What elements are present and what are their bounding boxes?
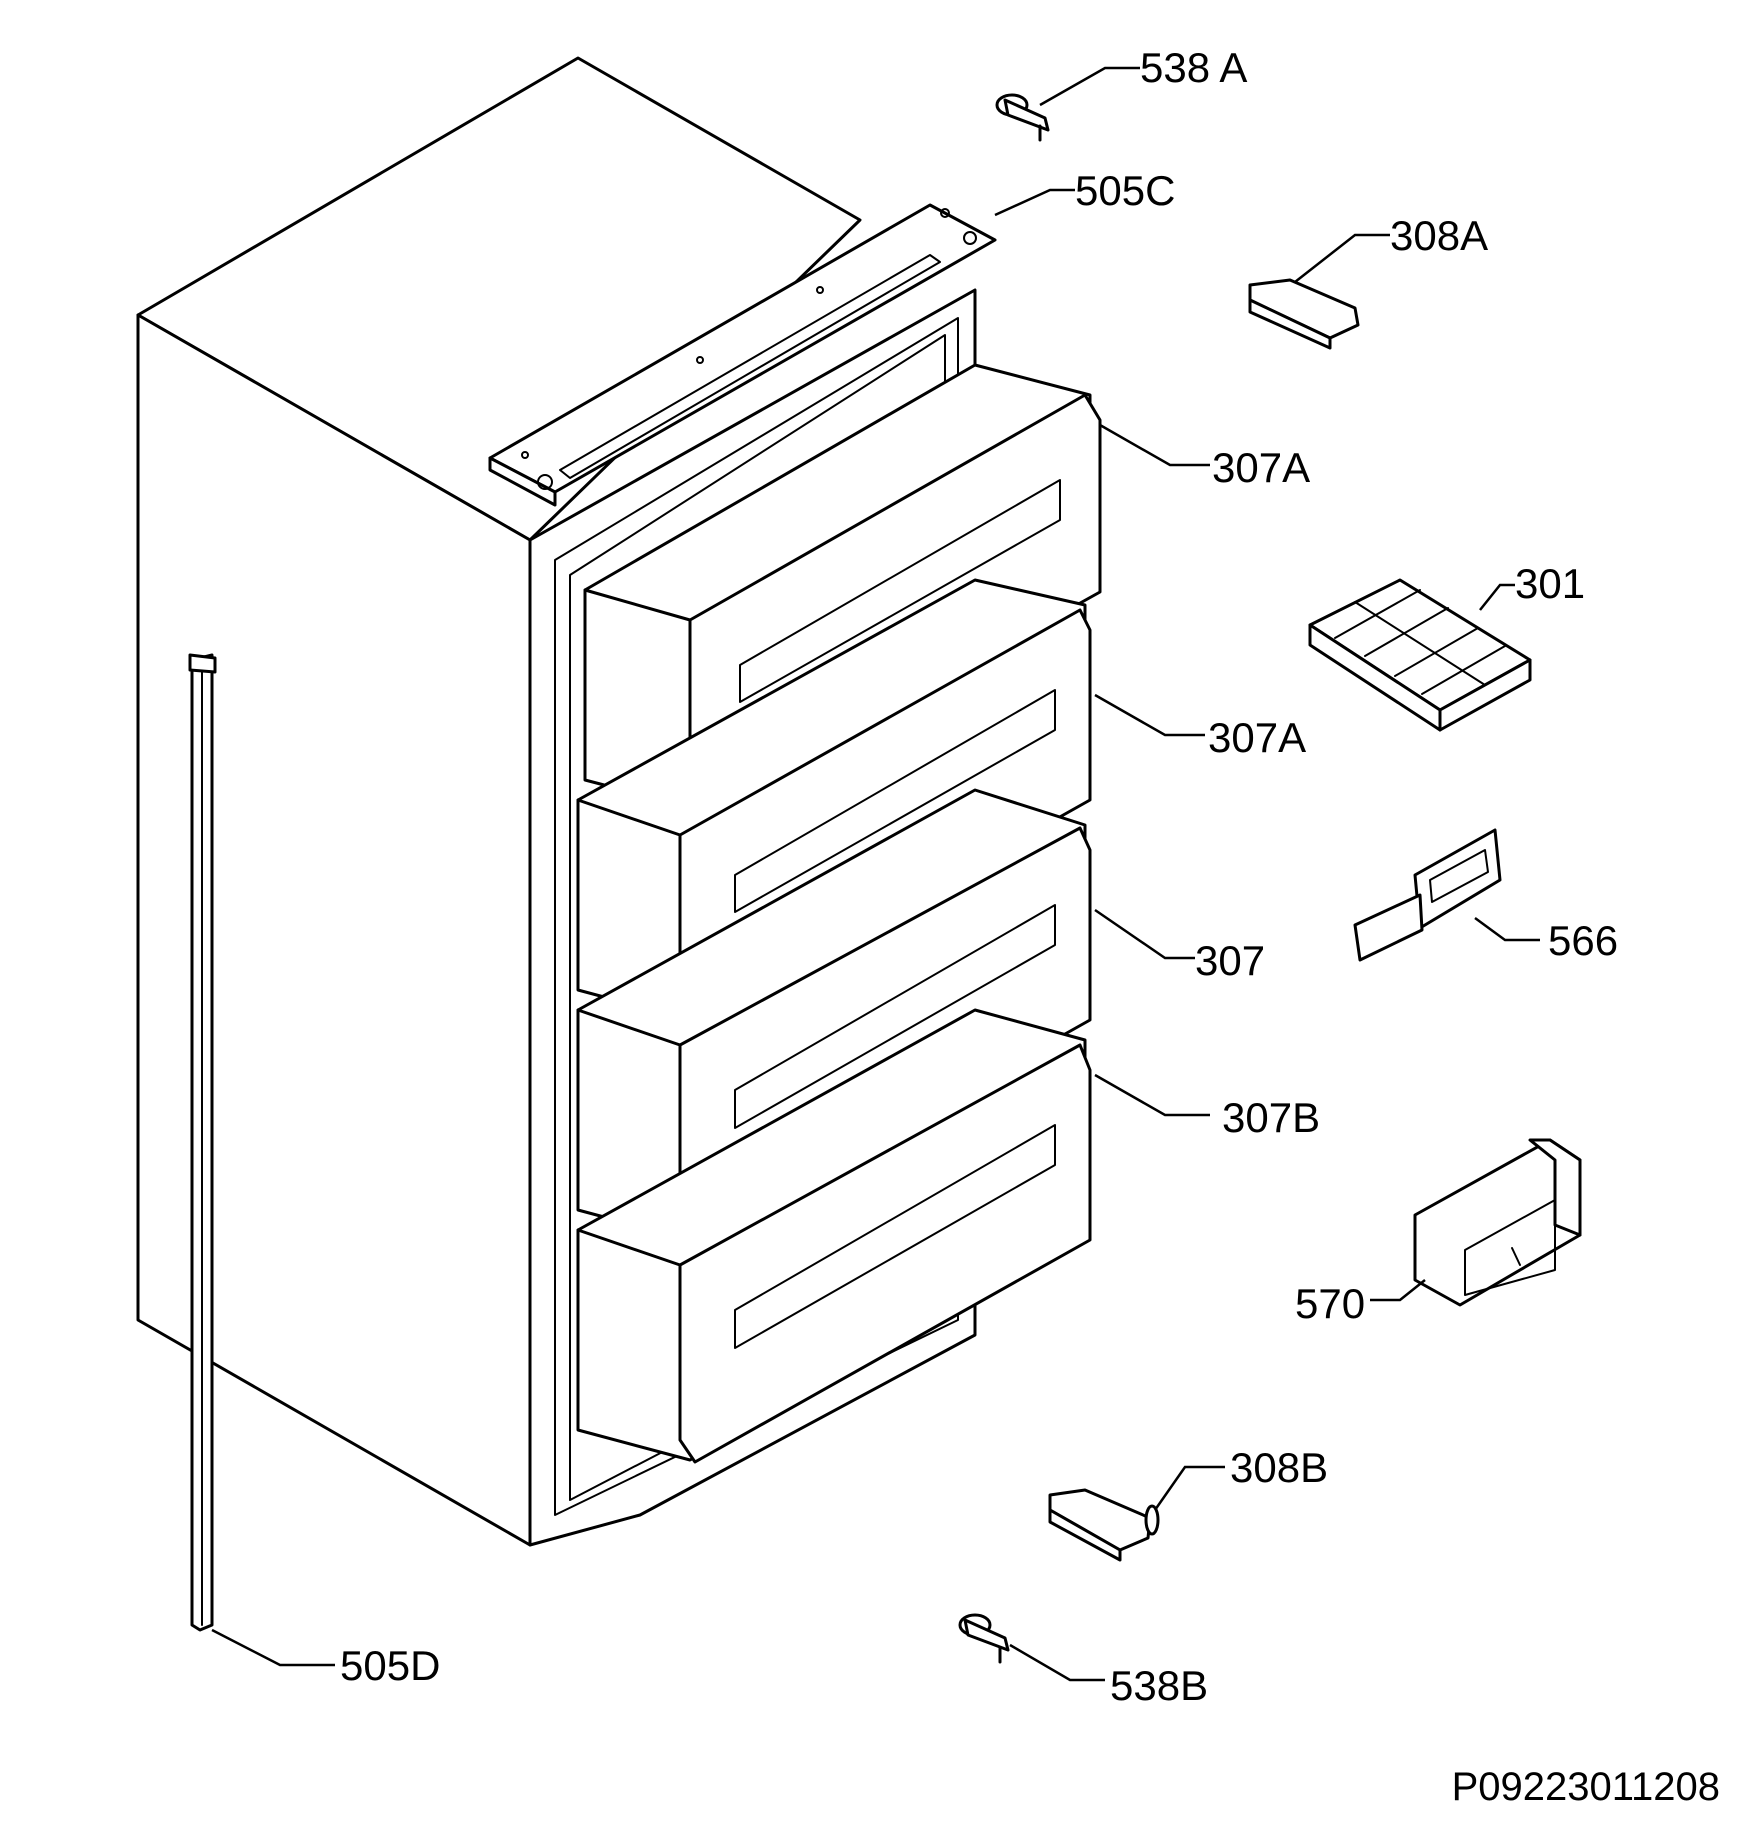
ice-tray-301 [1308, 578, 1532, 732]
label-505d: 505D [340, 1642, 440, 1689]
label-307a-top: 307A [1212, 444, 1310, 491]
container-570 [1413, 1138, 1582, 1307]
hinge-bracket-308b [1048, 1488, 1160, 1562]
label-538a: 538 A [1140, 44, 1247, 91]
label-307b: 307B [1222, 1094, 1320, 1141]
label-307: 307 [1195, 937, 1265, 984]
door-strip-505d [188, 653, 217, 1632]
label-505c: 505C [1075, 167, 1175, 214]
label-570: 570 [1295, 1280, 1365, 1327]
hinge-bracket-308a [1248, 278, 1360, 350]
drawer-307b [576, 1008, 1092, 1464]
part-labels: 538 A 505C 308A 307A 301 307A 566 307 30… [340, 44, 1618, 1709]
label-307a-second: 307A [1208, 714, 1306, 761]
label-308a: 308A [1390, 212, 1488, 259]
leader-lines [211, 66, 1540, 1682]
label-538b: 538B [1110, 1662, 1208, 1709]
ice-scraper-566 [1353, 828, 1502, 962]
label-308b: 308B [1230, 1444, 1328, 1491]
hinge-pin-538b [958, 1613, 1010, 1664]
hinge-pin-538a [995, 93, 1050, 142]
top-rail-505c [488, 203, 997, 507]
label-301: 301 [1515, 560, 1585, 607]
label-566: 566 [1548, 917, 1618, 964]
drawing-code: P09223011208 [1452, 1765, 1720, 1809]
